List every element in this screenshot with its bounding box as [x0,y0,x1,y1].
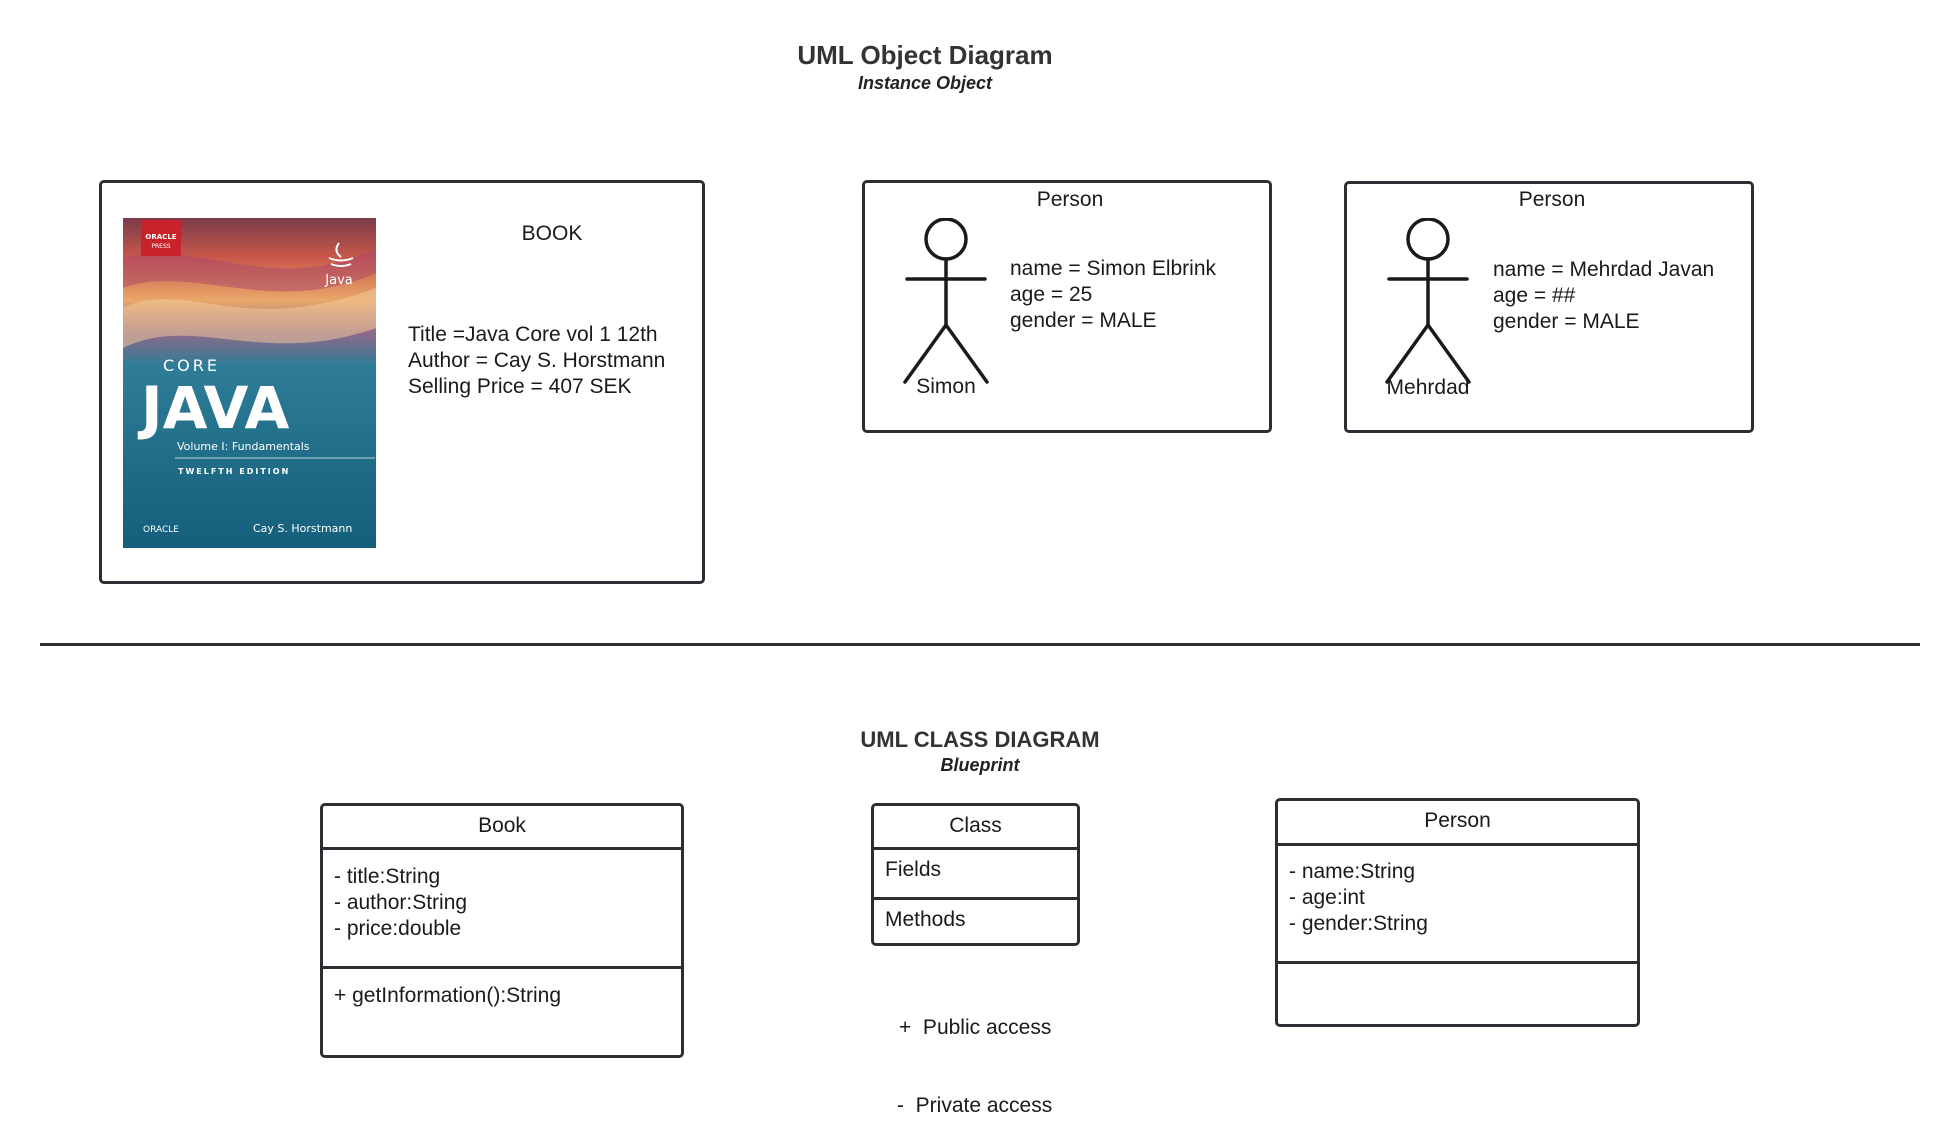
legend-class: Class Fields Methods [871,803,1080,946]
class-separator [323,966,681,969]
person-object-simon: Person Simon name = Simon Elbrink age = … [862,180,1272,433]
class-field: - name:String [1289,860,1416,883]
stick-figure-label: Simon [916,375,976,398]
class-separator [1278,843,1637,846]
person-object-header: Person [1518,188,1586,211]
person-age-value: age = 25 [1010,283,1093,306]
class-field: - author:String [334,891,468,914]
class-separator [874,847,1077,850]
cover-name: JAVA [137,374,289,442]
private-access-label: - Private access [897,1094,1053,1117]
oracle-press-badge [141,220,181,256]
cover-brand: ORACLE [143,525,179,535]
class-fields: - name:String - age:int - gender:String [1289,859,1637,937]
stick-figure-label: Mehrdad [1386,376,1470,399]
class-field: - age:int [1289,886,1365,909]
object-diagram-subtitle: Instance Object [857,73,993,93]
stick-figure-icon [903,218,989,384]
person-gender-value: gender = MALE [1010,309,1157,332]
cover-author: Cay S. Horstmann [253,522,352,535]
book-object-attributes: Title =Java Core vol 1 12th Author = Cay… [408,322,708,400]
class-field: - gender:String [1289,912,1428,935]
person-object-attributes: name = Simon Elbrink age = 25 gender = M… [1010,256,1270,334]
person-class: Person - name:String - age:int - gender:… [1275,798,1640,1027]
class-field: - price:double [334,917,462,940]
person-age-value: age = ## [1493,284,1576,307]
class-method: + getInformation():String [334,984,562,1007]
cover-publisher-bottom: PRESS [151,243,170,250]
class-separator [323,847,681,850]
person-object-header: Person [1036,188,1104,211]
class-methods: + getInformation():String [334,983,681,1009]
legend-fields-label: Fields [885,858,942,881]
class-name: Class [949,814,1002,837]
book-price-value: Selling Price = 407 SEK [408,375,632,398]
cover-series: CORE [163,356,220,375]
person-gender-value: gender = MALE [1493,310,1640,333]
cover-edition: TWELFTH EDITION [178,467,290,476]
access-legend: + Public access - Private access [897,963,1137,1145]
book-author-value: Author = Cay S. Horstmann [408,349,666,372]
person-object-mehrdad: Person Mehrdad name = Mehrdad Javan age … [1344,181,1754,433]
class-separator [874,897,1077,900]
class-name: Person [1424,809,1491,832]
book-object: ORACLE PRESS Java CORE JAVA Volume I: Fu… [99,180,705,584]
cover-volume: Volume I: Fundamentals [177,440,310,453]
cover-java-logo-text: Java [324,273,352,288]
stick-figure-icon [1385,218,1471,384]
public-access-label: + Public access [899,1016,1052,1039]
object-diagram-title: UML Object Diagram [797,40,1053,70]
class-name: Book [478,814,526,837]
legend-methods-label: Methods [885,908,966,931]
person-name-value: name = Mehrdad Javan [1493,258,1715,281]
person-object-attributes: name = Mehrdad Javan age = ## gender = M… [1493,257,1753,335]
person-name-value: name = Simon Elbrink [1010,257,1217,280]
cover-publisher-top: ORACLE [145,233,176,241]
book-cover-image: ORACLE PRESS Java CORE JAVA Volume I: Fu… [123,218,376,548]
book-title-value: Title =Java Core vol 1 12th [408,323,658,346]
section-divider [40,643,1920,646]
class-separator [1278,961,1637,964]
class-field: - title:String [334,865,441,888]
book-object-header: BOOK [521,222,583,245]
class-fields: - title:String - author:String - price:d… [334,864,681,942]
class-diagram-title: UML CLASS DIAGRAM [860,727,1100,752]
java-logo-icon [328,242,354,267]
book-class: Book - title:String - author:String - pr… [320,803,684,1058]
class-diagram-subtitle: Blueprint [940,755,1020,775]
